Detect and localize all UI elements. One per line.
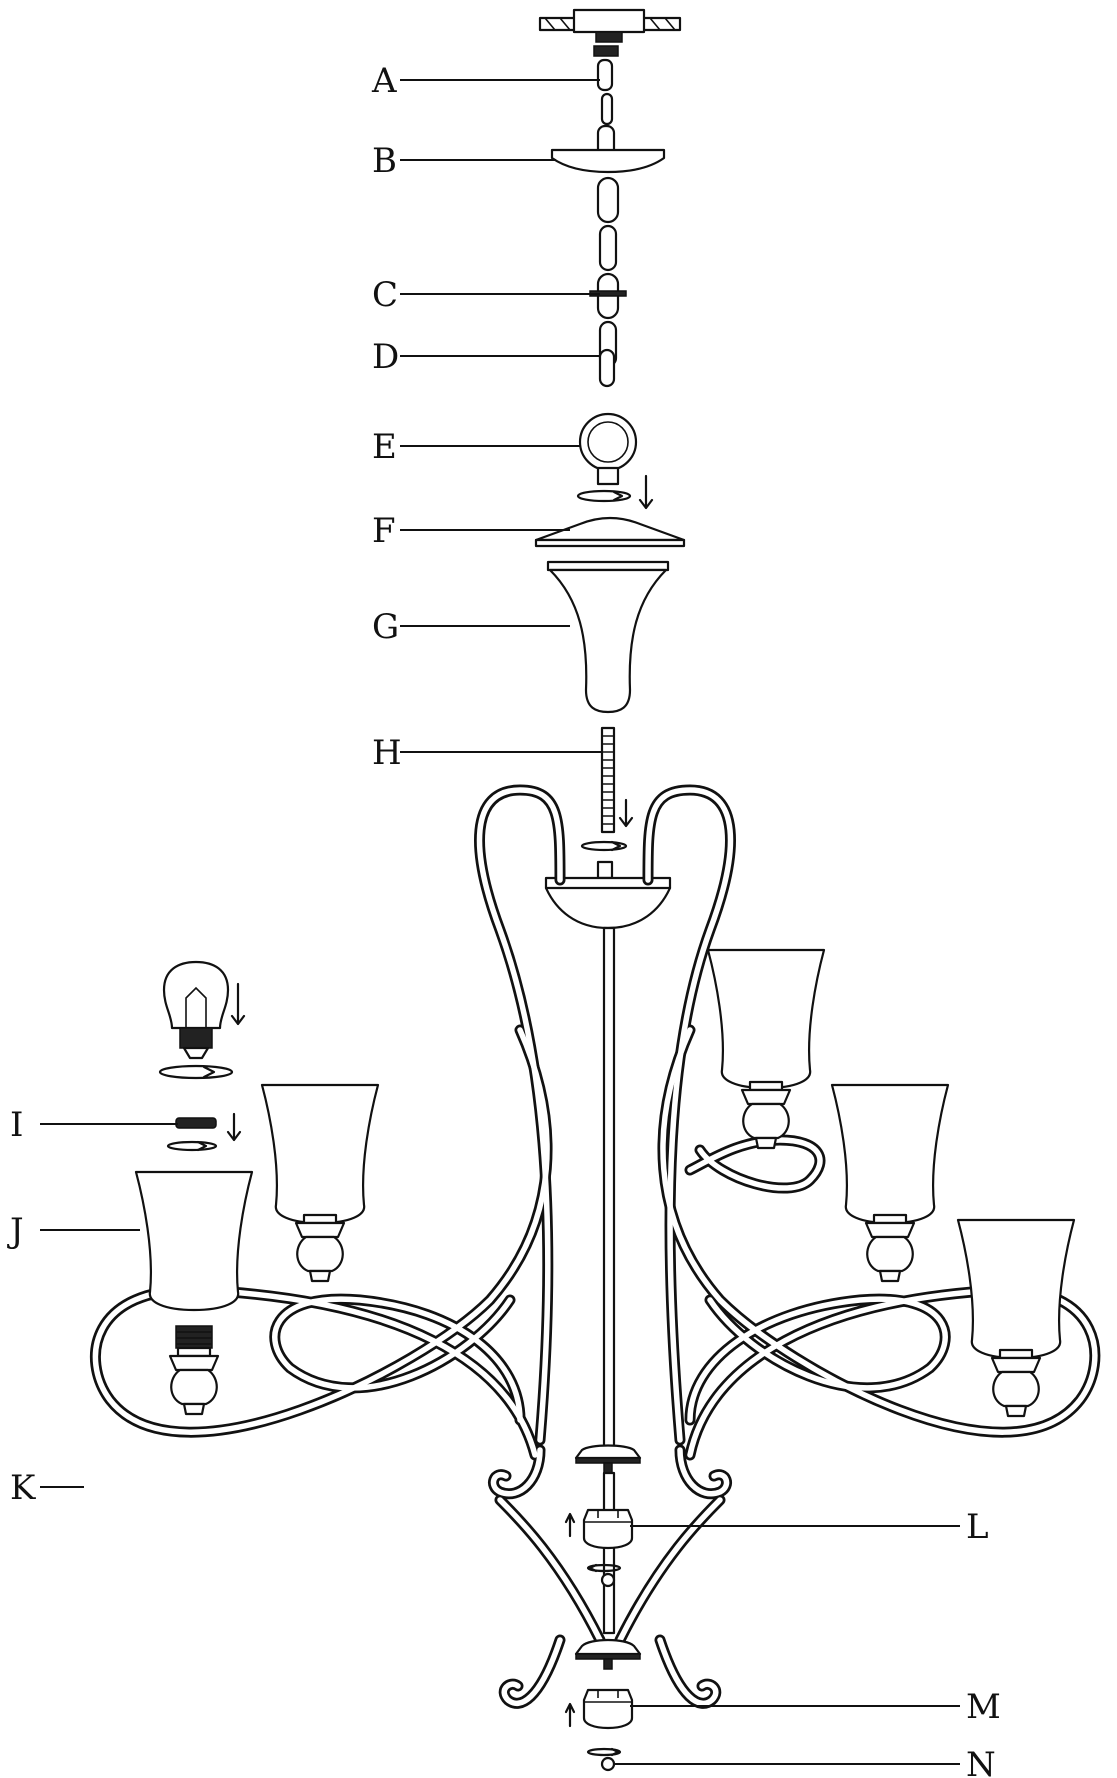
shade-left-upper (260, 1083, 380, 1283)
center-plate-upper (574, 1444, 642, 1474)
label-j: J (7, 1211, 24, 1251)
center-body (544, 860, 672, 1458)
label-c: C (372, 275, 398, 315)
scroll-arms (89, 784, 1101, 1709)
shade-right-mid (830, 1083, 950, 1283)
ceiling-mount (538, 8, 682, 57)
top-cap (534, 516, 686, 548)
part-labels: A B C D E F G H I J K L M N (7, 61, 1001, 1778)
stem-cover (546, 560, 670, 714)
label-e: E (372, 427, 397, 467)
threaded-rod (600, 726, 616, 834)
rotate-arrow-icon (580, 798, 634, 852)
label-h: H (372, 733, 402, 773)
leader-lines (40, 79, 960, 1765)
label-n: N (966, 1745, 996, 1778)
label-i: I (10, 1105, 23, 1145)
finial-m (564, 1688, 634, 1772)
label-b: B (372, 141, 397, 181)
label-f: F (372, 511, 396, 551)
light-bulb (158, 960, 246, 1080)
hanging-chain (596, 58, 616, 158)
label-d: D (372, 337, 399, 377)
chain-links (596, 176, 620, 388)
shade-right-top (706, 948, 826, 1150)
socket-ring (166, 1112, 242, 1152)
shade-right-low (956, 1218, 1076, 1418)
rotate-arrow-icon (576, 474, 654, 510)
loop-hook (578, 412, 638, 486)
label-k: K (10, 1468, 36, 1508)
shade-j (134, 1170, 254, 1312)
center-plate-lower (574, 1638, 642, 1670)
finial-l (564, 1508, 634, 1588)
label-a: A (371, 61, 397, 101)
label-l: L (966, 1507, 989, 1547)
label-m: M (966, 1687, 1001, 1727)
socket-exploded (168, 1325, 220, 1416)
canopy (550, 148, 666, 174)
label-g: G (372, 607, 399, 647)
